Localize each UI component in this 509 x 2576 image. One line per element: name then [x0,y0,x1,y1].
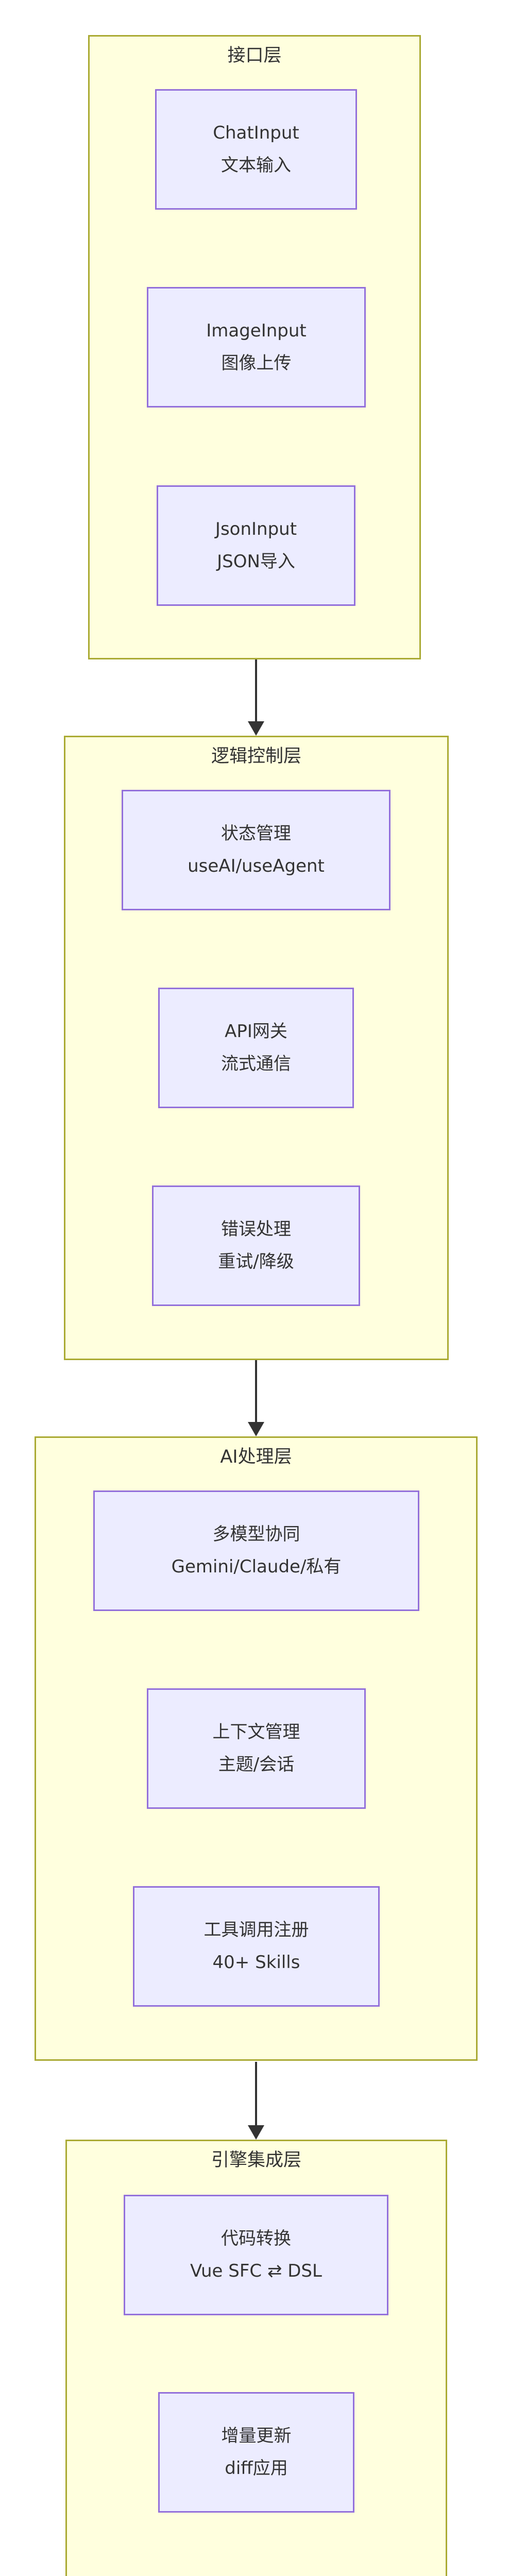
node-label-line2: diff应用 [225,2458,288,2479]
node-label-line2: JSON导入 [217,551,295,572]
node-label-line2: useAI/useAgent [188,855,325,876]
node-label-line1: JsonInput [215,518,297,539]
node-label-line2: 流式通信 [221,1053,291,1074]
node-code-transform: 代码转换 Vue SFC ⇄ DSL [124,2195,388,2315]
node-label-line2: 40+ Skills [212,1952,300,1973]
node-multi-model-collaboration: 多模型协同 Gemini/Claude/私有 [93,1490,419,1611]
node-context-management: 上下文管理 主题/会话 [147,1688,366,1809]
node-label-line2: 文本输入 [221,155,291,176]
node-label-line1: API网关 [225,1021,287,1042]
node-label-line1: 上下文管理 [212,1721,300,1742]
node-state-management: 状态管理 useAI/useAgent [122,790,391,910]
node-label-line1: 状态管理 [221,823,291,844]
node-label-line1: ChatInput [213,122,299,143]
layer-title: AI处理层 [220,1447,292,1467]
arrow-shaft [255,2062,257,2128]
node-label-line2: Vue SFC ⇄ DSL [190,2260,322,2281]
arrowhead-down-icon [248,2125,264,2140]
arrow-shaft [255,659,257,724]
layer-title: 引擎集成层 [211,2150,301,2171]
arrow-shaft [255,1360,257,1425]
node-tool-call-registry: 工具调用注册 40+ Skills [133,1886,380,2007]
arrow-logic-to-ai [247,1360,265,1436]
arrowhead-down-icon [248,721,264,736]
layer-title: 接口层 [227,45,282,66]
node-label-line1: ImageInput [206,320,307,341]
node-label-line1: 代码转换 [221,2228,291,2249]
arrow-ai-to-engine [247,2062,265,2140]
node-label-line2: 图像上传 [221,352,292,374]
node-label-line2: 主题/会话 [218,1754,295,1775]
node-label-line1: 多模型协同 [212,1523,300,1545]
node-label-line2: 重试/降级 [218,1251,294,1272]
node-error-handling: 错误处理 重试/降级 [152,1185,360,1306]
node-image-input: ImageInput 图像上传 [147,287,366,408]
node-json-input: JsonInput JSON导入 [157,485,355,606]
node-label-line1: 错误处理 [221,1218,291,1240]
arrow-interface-to-logic [247,659,265,736]
node-label-line1: 增量更新 [221,2425,292,2446]
node-chat-input: ChatInput 文本输入 [155,89,357,210]
layer-title: 逻辑控制层 [211,746,301,767]
node-api-gateway: API网关 流式通信 [158,988,354,1108]
node-incremental-update: 增量更新 diff应用 [158,2392,354,2513]
node-label-line1: 工具调用注册 [203,1919,309,1940]
arrowhead-down-icon [248,1422,264,1436]
node-label-line2: Gemini/Claude/私有 [171,1556,342,1577]
